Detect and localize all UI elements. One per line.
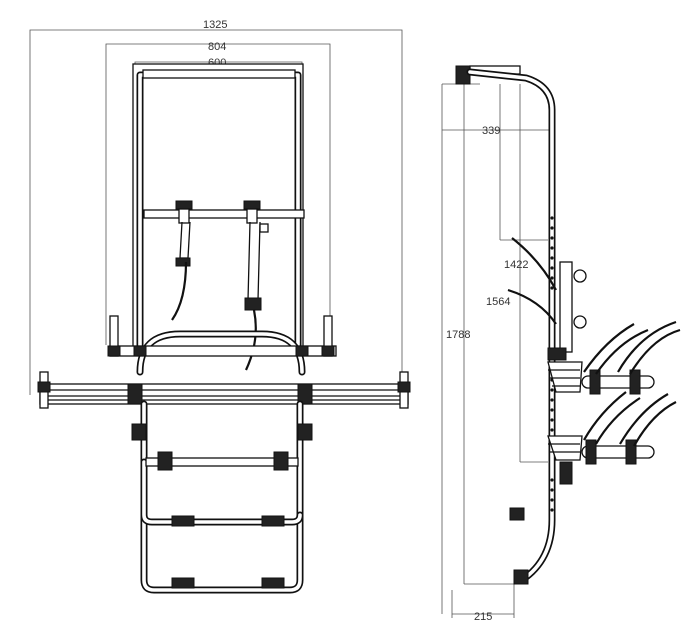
- dim-depth-top: 339: [482, 125, 500, 137]
- bike-clamp-right: [243, 200, 269, 371]
- front-view: 1325 804 600: [29, 19, 411, 594]
- upper-frame: [132, 63, 305, 355]
- ladder: [131, 400, 313, 594]
- dimension-lines-side: [441, 83, 552, 618]
- dim-height-mid: 1564: [486, 296, 510, 308]
- adjustment-holes: [550, 216, 554, 512]
- side-view: 339 1422 1564 1788 215: [441, 65, 681, 623]
- dim-overall-width: 1325: [203, 19, 227, 31]
- bumper-bar: [37, 371, 411, 409]
- bike-clamp-left: [171, 200, 193, 321]
- wheel-tray-lower: [547, 391, 677, 485]
- dim-outer-frame-width: 804: [208, 41, 226, 53]
- wheel-tray-upper: [547, 320, 681, 395]
- side-clamp-arms: [507, 237, 587, 361]
- dim-height-upper: 1422: [504, 259, 528, 271]
- main-post: [455, 65, 556, 585]
- dim-height-total: 1788: [446, 329, 470, 341]
- lower-frame: [107, 315, 337, 376]
- dim-depth-bottom: 215: [474, 611, 492, 623]
